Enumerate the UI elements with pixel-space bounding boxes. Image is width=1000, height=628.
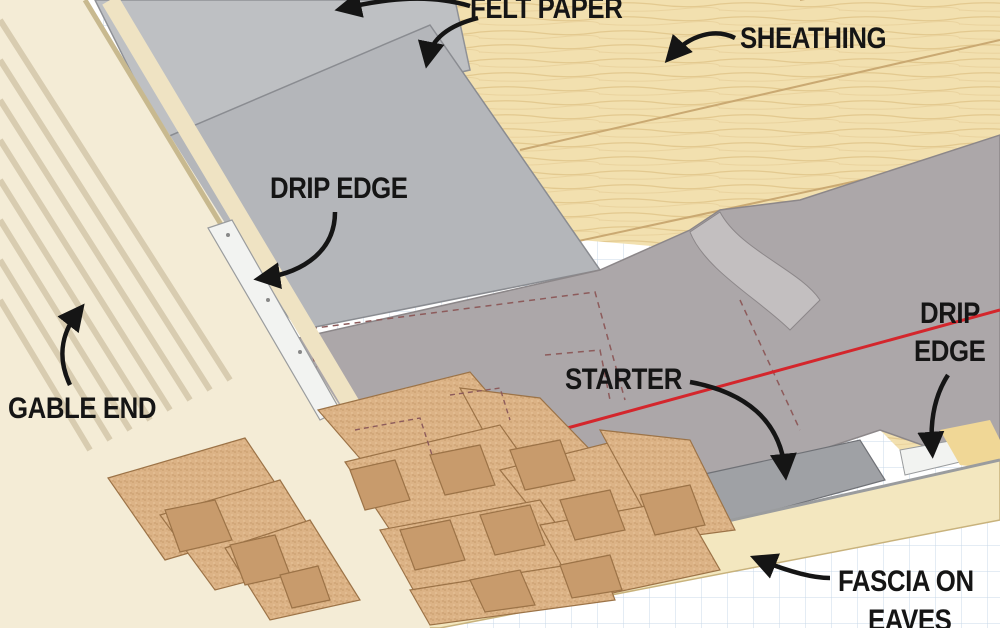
- wood-corner-right: [940, 420, 1000, 470]
- arrow-starter: [689, 379, 797, 481]
- shingles-field: [316, 371, 736, 626]
- arrow-felt-paper-down: [417, 15, 479, 69]
- shingles-left: [107, 437, 361, 621]
- arrow-sheathing: [664, 31, 737, 64]
- nail-icon: [298, 350, 302, 354]
- arrow-felt-paper-left: [334, 0, 471, 18]
- nail-icon: [266, 298, 270, 302]
- label-gable-end: GABLE END: [8, 392, 157, 425]
- label-felt-paper: FELT PAPER: [470, 0, 623, 25]
- nail-icon: [226, 233, 230, 237]
- label-fascia-line1: FASCIA ON: [838, 565, 974, 598]
- arrow-drip-edge-right: [917, 373, 950, 459]
- chalk-line: [559, 308, 1000, 432]
- label-sheathing: SHEATHING: [740, 22, 887, 55]
- arrow-fascia: [749, 553, 831, 581]
- underlayment-curl: [689, 211, 821, 331]
- arrows: [57, 0, 950, 581]
- arrow-gable-end: [57, 303, 85, 386]
- label-drip-edge-right-line2: EDGE: [914, 335, 986, 368]
- sheathing-boards: [140, 0, 1000, 470]
- label-drip-edge-left: DRIP EDGE: [270, 172, 408, 205]
- label-starter: STARTER: [565, 363, 682, 396]
- label-fascia-line2: EAVES: [868, 604, 952, 628]
- label-drip-edge-right-line1: DRIP: [920, 297, 980, 330]
- arrow-drip-edge-left: [253, 211, 338, 290]
